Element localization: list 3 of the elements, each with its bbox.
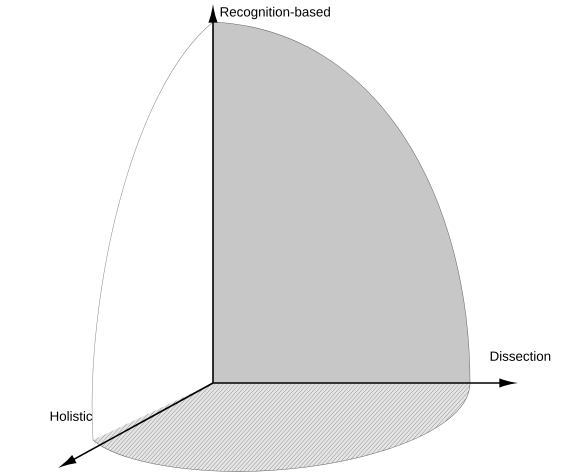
axis-label: Holistic [50,411,92,421]
axis-label: Recognition-based [220,6,330,20]
axis-label: Dissection [490,351,550,361]
